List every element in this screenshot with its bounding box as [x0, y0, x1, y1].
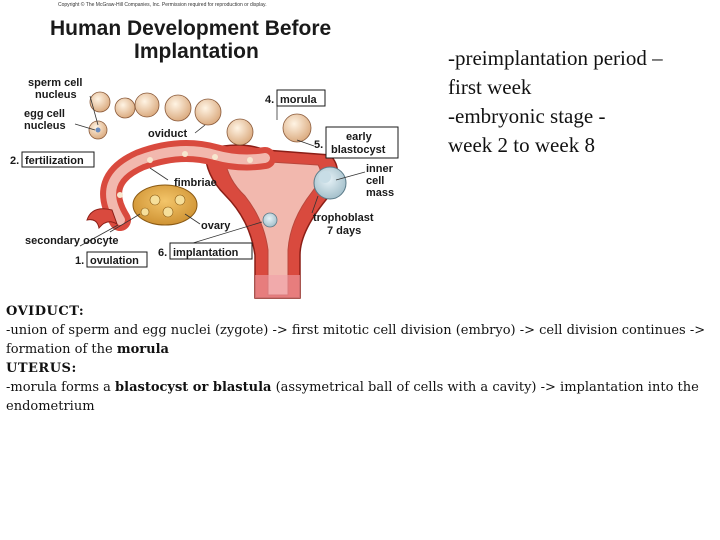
stage-number: 6. — [158, 247, 167, 259]
label-7-days: 7 days — [327, 225, 361, 237]
stage-box — [21, 151, 95, 168]
stage-fertilization: 2. fertilization — [10, 151, 95, 168]
notes-section: OVIDUCT: -union of sperm and egg nuclei … — [6, 302, 706, 416]
label-sperm-nucleus: nucleus — [35, 89, 77, 101]
stage-box — [169, 242, 253, 260]
leader-lines — [74, 95, 366, 251]
diagram-title-line2: Implantation — [134, 40, 259, 63]
diagram-title-line1: Human Development Before — [50, 17, 331, 40]
stage-label: implantation — [173, 247, 239, 259]
stage-number: 5. — [314, 139, 323, 151]
label-cell: cell — [366, 175, 384, 187]
uterus-paragraph: -morula forms a blastocyst or blastula (… — [6, 378, 706, 416]
stage-implantation: 6. implantation — [158, 242, 253, 260]
stage-label: fertilization — [25, 155, 84, 167]
label-inner: inner — [366, 163, 394, 175]
label-oviduct: oviduct — [148, 128, 187, 140]
oviduct-text: -union of sperm and egg nuclei (zygote) … — [6, 323, 706, 357]
label-sperm-cell: sperm cell — [28, 77, 82, 89]
preimplantation-line: -preimplantation period – — [448, 46, 663, 70]
label-trophoblast: trophoblast — [313, 212, 374, 224]
oviduct-illustration — [86, 140, 276, 231]
stage-label: early — [346, 131, 373, 143]
stage-cells — [88, 91, 347, 228]
uterus-text-start: -morula forms a — [6, 380, 116, 395]
stage-label: morula — [280, 94, 318, 106]
oviduct-heading: OVIDUCT: — [6, 304, 85, 319]
development-diagram: Copyright © The McGraw-Hill Companies, I… — [10, 1, 399, 299]
stage-number: 4. — [265, 94, 274, 106]
stage-number: 2. — [10, 155, 19, 167]
label-fimbriae: fimbriae — [174, 177, 217, 189]
stage-morula: 4. morula — [265, 89, 326, 107]
stage-box — [86, 251, 148, 268]
label-ovary: ovary — [201, 220, 231, 232]
stage-box — [276, 89, 326, 107]
ovary-illustration — [132, 184, 198, 226]
stage-label: ovulation — [90, 255, 139, 267]
stage-box — [325, 126, 399, 159]
oviduct-paragraph: -union of sperm and egg nuclei (zygote) … — [6, 321, 706, 359]
stage-number: 1. — [75, 255, 84, 267]
first-week-line: first week — [448, 75, 532, 99]
stage-ovulation: 1. ovulation — [75, 251, 148, 268]
period-summary: -preimplantation period – first week -em… — [448, 44, 718, 160]
uterus-heading: UTERUS: — [6, 361, 77, 376]
embryonic-stage-line: -embryonic stage - — [448, 104, 606, 128]
stage-label: blastocyst — [331, 144, 386, 156]
blastocyst-term: blastocyst or blastula — [115, 380, 272, 395]
label-egg-cell: egg cell — [24, 108, 65, 120]
morula-term: morula — [116, 342, 169, 357]
label-mass: mass — [366, 187, 394, 199]
copyright-notice: Copyright © The McGraw-Hill Companies, I… — [58, 1, 267, 8]
label-egg-nucleus: nucleus — [24, 120, 66, 132]
stage-early-blastocyst: 5. early blastocyst — [314, 126, 399, 159]
uterus-text-end: (assymetrical ball of cells with a cavit… — [6, 380, 699, 414]
label-secondary-oocyte: secondary oocyte — [25, 235, 119, 247]
week-range-line: week 2 to week 8 — [448, 133, 595, 157]
